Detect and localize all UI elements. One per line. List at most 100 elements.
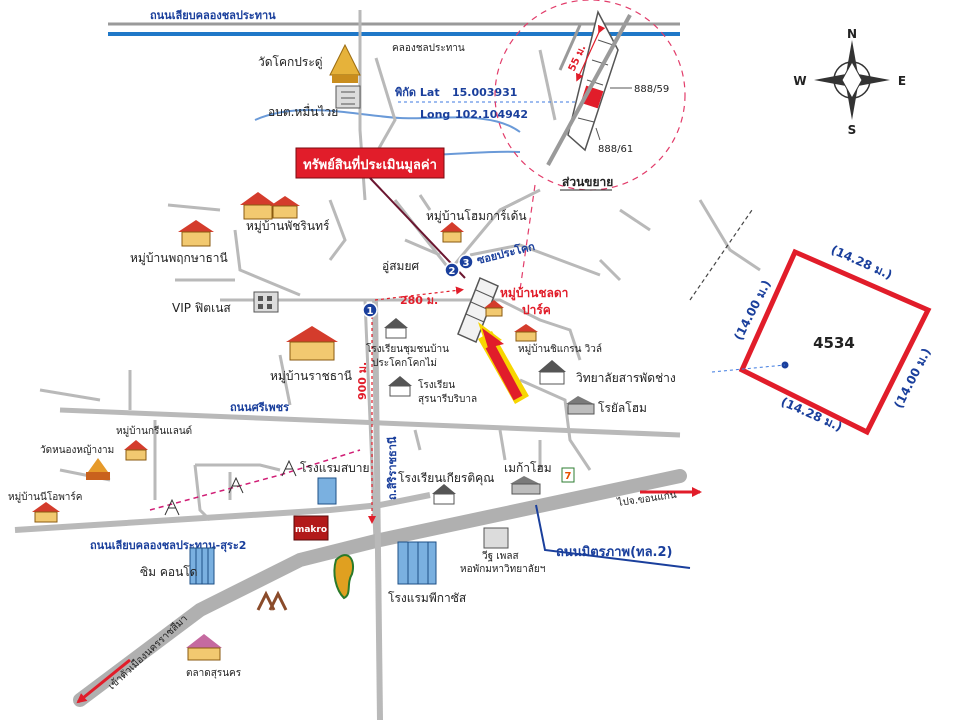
college-icon (538, 360, 566, 385)
parcel-outline (738, 248, 932, 436)
market-icon (186, 634, 222, 661)
lat-value: 15.003931 (452, 86, 517, 99)
house-icon-phruksa (178, 220, 214, 247)
no-park-label: หมู่บ้านนีโอพาร์ค (8, 490, 82, 503)
thailand-map-logo-icon (333, 554, 354, 600)
canal-label: คลองชลประทาน (392, 43, 465, 54)
makro-icon: makro (293, 515, 329, 541)
svg-text:7: 7 (565, 471, 572, 482)
wat-nong-label: วัดหนองหญ้างาม (40, 444, 114, 456)
temple-icon (329, 43, 361, 83)
sirirat-road-label: ถ.สิริราชธานี (386, 436, 399, 500)
office-building-icon (335, 85, 361, 109)
house-icon-site (484, 300, 504, 317)
green-land-label: หมู่บ้านกรีนแลนด์ (116, 425, 192, 437)
compass-n: N (847, 27, 857, 41)
pegasus-label: โรงแรมพีกาซัส (388, 591, 467, 605)
property-village-line2: ปาร์ค (522, 303, 551, 317)
compass-icon (814, 40, 890, 120)
school-icon-a (384, 318, 408, 339)
dorm-label: หอพักมหาวิทยาลัยฯ (460, 564, 545, 575)
plot-b-leader (595, 127, 601, 141)
house-icon-green-land (124, 440, 148, 461)
seven-eleven-icon: 7 (561, 467, 575, 483)
long-value: 102.104942 (455, 108, 528, 121)
mega-home-label: เมก้าโฮม (504, 461, 552, 475)
svg-text:1: 1 (367, 306, 374, 317)
power-tower-icons (164, 459, 297, 516)
vip-label: VIP ฟิตเนส (172, 301, 231, 315)
yu-somsuk-label: อู่สมยศ (382, 259, 419, 274)
sim-condo-label: ซิม คอนโด (140, 565, 198, 579)
house-icon-no-park (32, 502, 60, 523)
school-icon-b (388, 376, 412, 397)
school-icon-kiat (432, 484, 456, 505)
marker-1: 1 (362, 302, 378, 318)
school-a-line2: ประโคกโคกไม่ (372, 356, 437, 369)
mega-home-icon (510, 476, 541, 495)
property-banner (295, 147, 445, 179)
school-b-line1: โรงเรียน (418, 378, 455, 391)
property-site (457, 276, 499, 344)
hotel-sabai-label: โรงแรมสบาย (300, 461, 370, 475)
d280-label: 280 ม. (400, 294, 438, 307)
svg-text:3: 3 (463, 258, 470, 269)
home-garden-label: หมู่บ้านโฮมการ์เด้น (426, 209, 527, 224)
inset-connector (519, 184, 536, 291)
suranaree-road-label: ถนนเลียบคลองชลประทาน-สุระ2 (90, 539, 246, 553)
d280-arrow (374, 286, 464, 301)
property-village-line1: หมู่บ้านชลดา (500, 286, 568, 301)
svg-text:makro: makro (295, 525, 327, 535)
mountain-logo-icon (256, 590, 288, 611)
svg-text:2: 2 (449, 266, 456, 277)
top-canal-road-label: ถนนเลียบคลองชลประทาน (150, 9, 276, 22)
plot-b-label: 888/61 (598, 144, 633, 155)
mittraphap-pointer (535, 504, 691, 569)
fitness-building-icon (253, 291, 279, 313)
pegasus-hotel-icon (397, 541, 437, 585)
d900-label: 900 ม. (356, 362, 369, 400)
compass-e: E (898, 74, 906, 88)
compass-s: S (848, 123, 857, 137)
warehouse-icon-royal (566, 396, 595, 415)
banner-pointer (369, 177, 466, 279)
property-banner-text: ทรัพย์สินที่ประเมินมูลค่า (303, 155, 437, 173)
power-line (149, 449, 361, 511)
to-city-label: เข้าตัวเมืองนครราชสีมา (106, 613, 190, 693)
phruksa-label: หมู่บ้านพฤกษาธานี (130, 251, 228, 266)
d55-arrow (576, 24, 606, 82)
house-icon-ratchathani (286, 326, 338, 361)
marker-2: 2 (444, 262, 460, 278)
phatcharin-label: หมู่บ้านพัชรินทร์ (246, 219, 330, 234)
parcel-number: 4534 (813, 334, 855, 352)
marker-3: 3 (458, 254, 474, 270)
condo-tower-icon (189, 547, 215, 585)
soi-label: ซอยประโคก (475, 239, 536, 267)
obt-label: อบต.หมื่นไวย (268, 103, 338, 119)
stream (254, 109, 521, 133)
major-roads (14, 299, 687, 721)
school-a-line1: โรงเรียนชุมชนบ้าน (366, 342, 449, 355)
school-kiat-label: โรงเรียนเกียรติคุณ (398, 471, 494, 486)
chinnakorn-label: หมู่บ้านชิแกรน วิวล์ (518, 343, 602, 355)
school-b-line2: สุรนารีบริบาล (418, 393, 477, 405)
plot-a-label: 888/59 (634, 84, 669, 95)
inset-title: ส่วนขยาย (562, 175, 613, 189)
mittraphap-road-label: ถนนมิตรภาพ(ทล.2) (556, 545, 672, 560)
college-label: วิทยาลัยสารพัดช่าง (576, 371, 676, 385)
parcel-dashed-road (689, 209, 753, 301)
temple-icon-nong (86, 458, 110, 480)
parcel-point-line (711, 364, 786, 373)
house-icon-chinnakorn (514, 324, 538, 342)
wat-khok-label: วัดโคกประดู่ (258, 55, 323, 70)
to-city-arrow (76, 658, 131, 704)
long-label: Long (420, 108, 450, 121)
big-arrow (485, 343, 523, 401)
sriphet-road-label: ถนนศรีเพชร (230, 401, 289, 414)
royal-home-label: โรยัลโฮม (598, 401, 647, 415)
vj-place-label: วีฐ เพลส (482, 550, 519, 562)
dorm-building-icon (483, 527, 509, 549)
hotel-sabai-icon (317, 477, 337, 505)
